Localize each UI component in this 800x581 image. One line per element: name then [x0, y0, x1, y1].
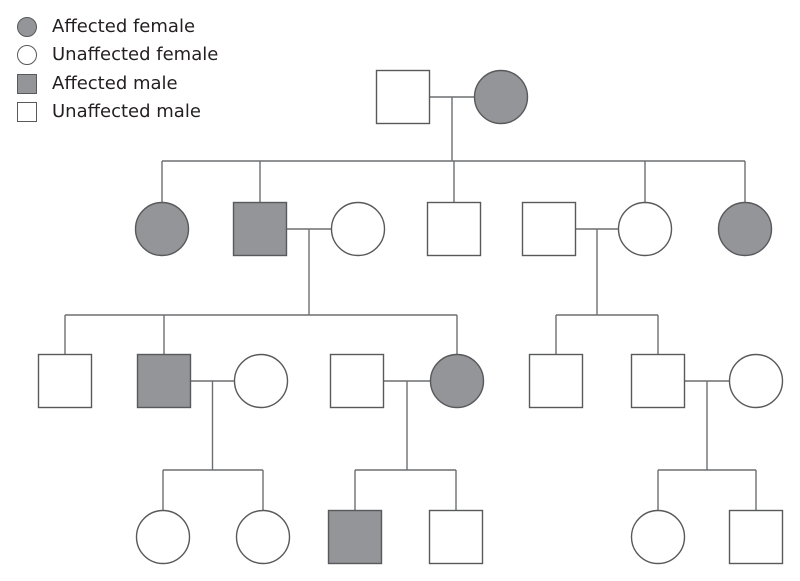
unaffected-female-g4-1 [135, 509, 191, 565]
affected-male-g2-2 [232, 201, 288, 257]
unaffected-female-g3-2s [233, 353, 289, 409]
affected-male-symbol [17, 74, 37, 94]
unaffected-male-g2-4s [521, 201, 577, 257]
unaffected-female-symbol [17, 45, 37, 65]
unaffected-female-g3-5s [728, 353, 784, 409]
legend-label: Affected female [52, 16, 196, 37]
unaffected-female-g2-2s [330, 201, 386, 257]
unaffected-male-g3-1 [37, 353, 93, 409]
affected-female-symbol [17, 17, 37, 37]
affected-female-g1-f [473, 69, 529, 125]
unaffected-male-g1-m [375, 69, 431, 125]
legend-label: Affected male [52, 73, 178, 94]
unaffected-male-g2-3 [426, 201, 482, 257]
unaffected-male-g3-5 [630, 353, 686, 409]
unaffected-male-g4-4 [428, 509, 484, 565]
affected-female-g2-1 [134, 201, 190, 257]
unaffected-male-g4-6 [728, 509, 784, 565]
unaffected-female-g4-2 [235, 509, 291, 565]
affected-male-g4-3 [327, 509, 383, 565]
unaffected-female-g2-4 [617, 201, 673, 257]
legend-label: Unaffected female [52, 44, 219, 65]
unaffected-male-symbol [17, 102, 37, 122]
unaffected-male-g3-4 [528, 353, 584, 409]
unaffected-female-g4-5 [630, 509, 686, 565]
affected-female-g3-3 [429, 353, 485, 409]
affected-male-g3-2 [136, 353, 192, 409]
legend-label: Unaffected male [52, 101, 201, 122]
unaffected-male-g3-3s [329, 353, 385, 409]
affected-female-g2-5 [717, 201, 773, 257]
